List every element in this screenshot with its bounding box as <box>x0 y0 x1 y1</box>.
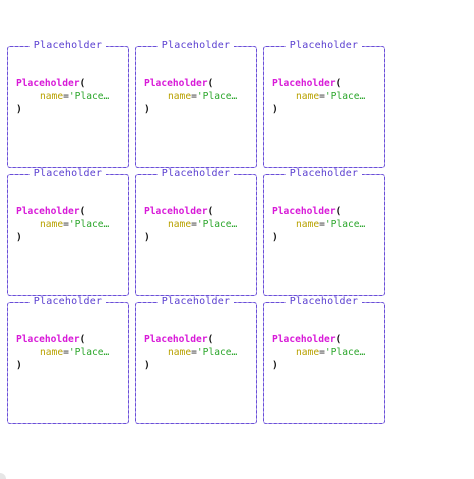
class-name: Placeholder <box>16 334 80 345</box>
class-name: Placeholder <box>272 206 336 217</box>
open-paren: ( <box>335 334 342 345</box>
arg-value: 'Place… <box>68 347 110 358</box>
widget-repr: Placeholder( name='Place…) <box>144 77 237 116</box>
open-paren: ( <box>207 334 214 345</box>
corner-decoration <box>0 473 6 479</box>
widget-title: Placeholder <box>264 166 384 182</box>
widget-repr: Placeholder( name='Place…) <box>272 205 365 244</box>
widget-repr: Placeholder( name='Place…) <box>16 333 109 372</box>
arg-equals: = <box>191 347 197 358</box>
class-name: Placeholder <box>144 206 208 217</box>
arg-equals: = <box>63 347 69 358</box>
class-name: Placeholder <box>16 206 80 217</box>
arg-value: 'Place… <box>324 219 366 230</box>
arg-value: 'Place… <box>324 91 366 102</box>
arg-value: 'Place… <box>196 219 238 230</box>
widget-title: Placeholder <box>264 294 384 310</box>
arg-value: 'Place… <box>324 347 366 358</box>
arg-equals: = <box>319 91 325 102</box>
open-paren: ( <box>79 334 86 345</box>
close-paren: ) <box>272 104 278 115</box>
widget-repr: Placeholder( name='Place…) <box>16 77 109 116</box>
arg-equals: = <box>63 219 69 230</box>
arg-equals: = <box>191 91 197 102</box>
widget-title: Placeholder <box>136 166 256 182</box>
placeholder-widget[interactable]: Placeholder Placeholder(name='Place…) <box>7 40 129 168</box>
arg-keyword: name <box>168 219 192 230</box>
widget-title: Placeholder <box>136 38 256 54</box>
class-name: Placeholder <box>144 334 208 345</box>
placeholder-widget[interactable]: Placeholder Placeholder(name='Place…) <box>135 40 257 168</box>
class-name: Placeholder <box>16 78 80 89</box>
widget-title: Placeholder <box>8 294 128 310</box>
arg-keyword: name <box>40 91 64 102</box>
widget-title: Placeholder <box>136 294 256 310</box>
close-paren: ) <box>144 360 150 371</box>
arg-equals: = <box>319 347 325 358</box>
close-paren: ) <box>16 360 22 371</box>
widget-title: Placeholder <box>8 166 128 182</box>
arg-keyword: name <box>296 347 320 358</box>
placeholder-widget[interactable]: Placeholder Placeholder(name='Place…) <box>263 296 385 424</box>
arg-keyword: name <box>40 347 64 358</box>
arg-value: 'Place… <box>68 91 110 102</box>
close-paren: ) <box>144 232 150 243</box>
close-paren: ) <box>144 104 150 115</box>
widget-title: Placeholder <box>8 38 128 54</box>
close-paren: ) <box>16 232 22 243</box>
placeholder-widget[interactable]: Placeholder Placeholder(name='Place…) <box>135 296 257 424</box>
open-paren: ( <box>207 206 214 217</box>
arg-value: 'Place… <box>196 347 238 358</box>
arg-keyword: name <box>168 347 192 358</box>
arg-value: 'Place… <box>68 219 110 230</box>
arg-keyword: name <box>296 219 320 230</box>
widget-repr: Placeholder( name='Place…) <box>272 333 365 372</box>
arg-keyword: name <box>296 91 320 102</box>
open-paren: ( <box>335 78 342 89</box>
open-paren: ( <box>207 78 214 89</box>
placeholder-widget[interactable]: Placeholder Placeholder(name='Place…) <box>7 296 129 424</box>
close-paren: ) <box>272 232 278 243</box>
close-paren: ) <box>272 360 278 371</box>
placeholder-widget[interactable]: Placeholder Placeholder(name='Place…) <box>7 168 129 296</box>
open-paren: ( <box>79 206 86 217</box>
placeholder-widget[interactable]: Placeholder Placeholder(name='Place…) <box>263 40 385 168</box>
class-name: Placeholder <box>272 78 336 89</box>
close-paren: ) <box>16 104 22 115</box>
placeholder-grid: Placeholder Placeholder(name='Place…) Pl… <box>7 38 385 424</box>
class-name: Placeholder <box>272 334 336 345</box>
arg-equals: = <box>319 219 325 230</box>
arg-keyword: name <box>40 219 64 230</box>
class-name: Placeholder <box>144 78 208 89</box>
placeholder-widget[interactable]: Placeholder Placeholder(name='Place…) <box>135 168 257 296</box>
arg-value: 'Place… <box>196 91 238 102</box>
widget-repr: Placeholder( name='Place…) <box>272 77 365 116</box>
open-paren: ( <box>79 78 86 89</box>
placeholder-widget[interactable]: Placeholder Placeholder(name='Place…) <box>263 168 385 296</box>
open-paren: ( <box>335 206 342 217</box>
widget-title: Placeholder <box>264 38 384 54</box>
widget-repr: Placeholder( name='Place…) <box>16 205 109 244</box>
arg-keyword: name <box>168 91 192 102</box>
arg-equals: = <box>63 91 69 102</box>
widget-repr: Placeholder( name='Place…) <box>144 205 237 244</box>
arg-equals: = <box>191 219 197 230</box>
widget-repr: Placeholder( name='Place…) <box>144 333 237 372</box>
